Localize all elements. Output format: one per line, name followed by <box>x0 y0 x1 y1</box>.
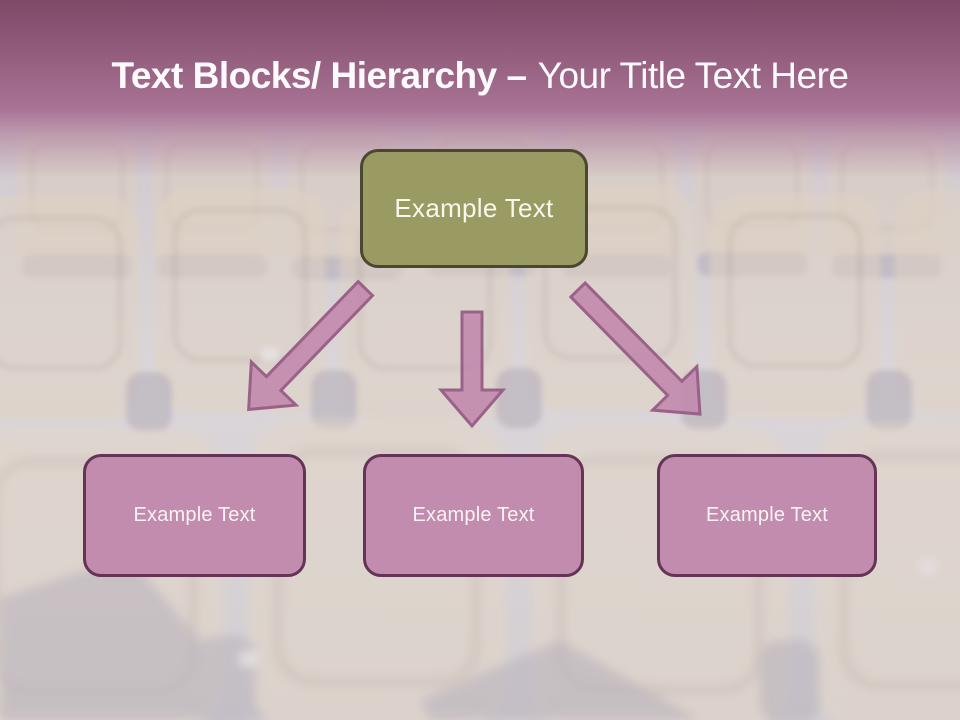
child-text-block-right: Example Text <box>657 454 877 577</box>
header-gradient-band <box>0 0 960 178</box>
child-text-block-center: Example Text <box>363 454 584 577</box>
arrow-down-icon <box>437 310 507 429</box>
slide-title: Text Blocks/ Hierarchy –Your Title Text … <box>0 50 960 102</box>
slide-title-regular-part: Your Title Text Here <box>537 55 849 96</box>
arrow-down-right-icon <box>568 280 702 416</box>
root-text-block-label: Example Text <box>394 193 554 223</box>
child-text-block-left: Example Text <box>83 454 306 577</box>
arrow-down-left-icon <box>247 279 375 412</box>
child-text-block-left-label: Example Text <box>133 504 256 526</box>
slide-title-bold-part: Text Blocks/ Hierarchy – <box>111 55 527 96</box>
child-text-block-center-label: Example Text <box>412 504 535 526</box>
root-text-block: Example Text <box>360 149 588 268</box>
child-text-block-right-label: Example Text <box>705 504 829 526</box>
